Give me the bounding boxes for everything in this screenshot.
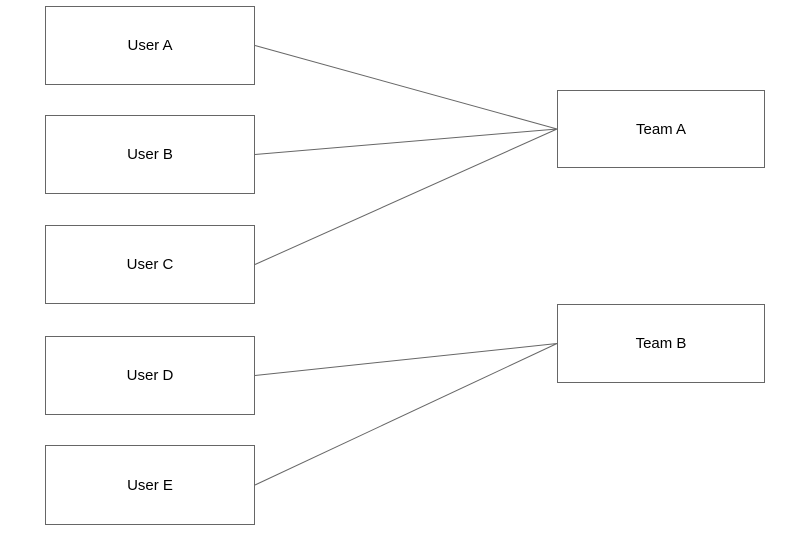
node-user-c[interactable]: User C (45, 225, 255, 304)
node-label-user-d: User D (126, 367, 174, 384)
node-team-b[interactable]: Team B (557, 304, 765, 383)
node-user-b[interactable]: User B (45, 115, 255, 194)
node-label-team-a: Team A (635, 120, 687, 138)
edge-user-e-team-b[interactable] (254, 343, 558, 486)
edge-user-a-team-a[interactable] (254, 45, 558, 130)
node-team-a[interactable]: Team A (557, 90, 765, 168)
node-user-a[interactable]: User A (45, 6, 255, 85)
node-label-user-a: User A (127, 37, 173, 54)
node-label-team-b: Team B (635, 335, 687, 352)
edge-user-c-team-a[interactable] (254, 128, 558, 265)
node-label-user-b: User B (127, 146, 173, 163)
node-user-e[interactable]: User E (45, 445, 255, 525)
edge-user-b-team-a[interactable] (254, 128, 558, 155)
node-label-user-e: User E (127, 476, 173, 494)
node-user-d[interactable]: User D (45, 336, 255, 415)
edge-user-d-team-b[interactable] (254, 343, 558, 376)
node-label-user-c: User C (126, 256, 174, 273)
